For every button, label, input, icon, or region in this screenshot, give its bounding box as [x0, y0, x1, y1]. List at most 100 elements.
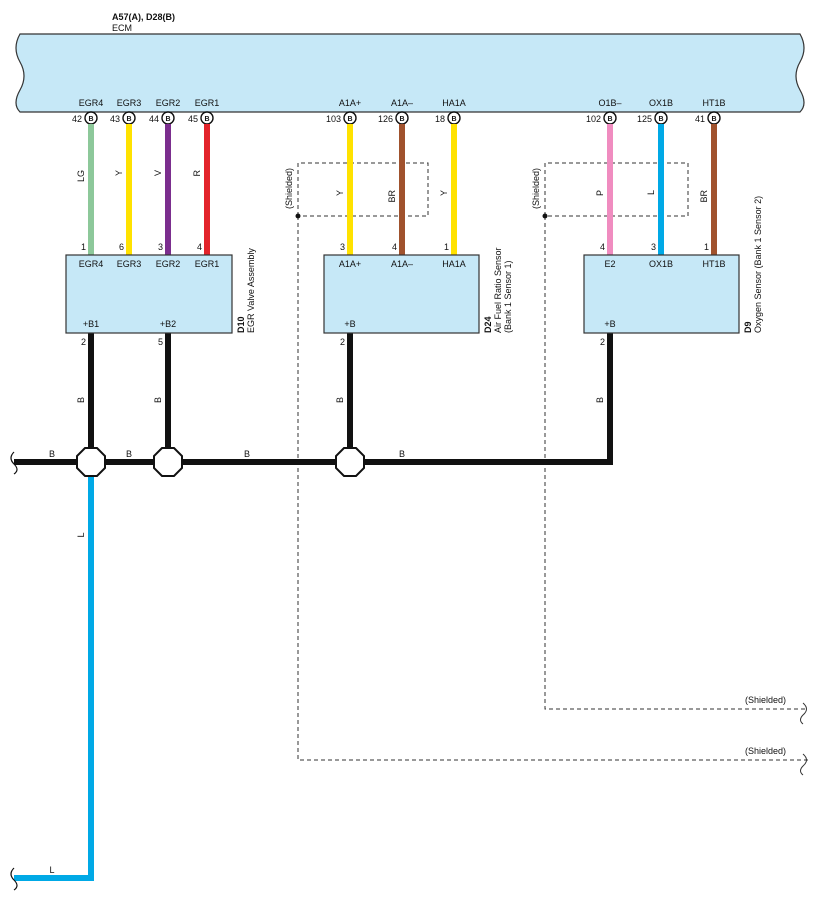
signal-wires	[88, 124, 717, 255]
ecm-pin-connector: B	[126, 116, 131, 123]
wire-code: L	[76, 532, 86, 537]
ecm-pin-number: 18	[435, 114, 445, 124]
component-body	[65, 254, 233, 334]
power-bus	[14, 333, 613, 465]
wire-code: L	[49, 865, 54, 875]
ecm-pin-egr2: EGR2 44 B	[149, 98, 181, 125]
splice-point-icon	[335, 447, 365, 477]
wire-code: Y	[114, 170, 124, 176]
pin-name: +B	[604, 319, 615, 329]
pin-number: 3	[340, 242, 345, 252]
component-name: Oxygen Sensor (Bank 1 Sensor 2)	[753, 196, 763, 333]
pin-name: OX1B	[649, 259, 673, 269]
wire-code: LG	[76, 170, 86, 182]
pin-name: EGR1	[195, 259, 220, 269]
wire-code: R	[192, 170, 202, 177]
ecm-pin-name: EGR4	[79, 98, 104, 108]
ecm-pin-number: 102	[586, 114, 601, 124]
wire-code: B	[595, 397, 605, 403]
ecm-pin-number: 103	[326, 114, 341, 124]
ecm-pin-number: 44	[149, 114, 159, 124]
ecm-code: A57(A), D28(B)	[112, 12, 175, 22]
wire-break-icon	[10, 867, 18, 891]
ecm-name: ECM	[112, 23, 132, 33]
component-code: D9	[743, 321, 753, 333]
shield-junction-dot	[542, 213, 548, 219]
ecm-pin-number: 42	[72, 114, 82, 124]
shield-run-o2	[544, 216, 808, 710]
wire-code: B	[49, 449, 55, 459]
pin-name: +B1	[83, 319, 99, 329]
wire-code: P	[595, 190, 605, 196]
pin-number: 1	[704, 242, 709, 252]
ecm-pin-o1b-minus: O1B– 102 B	[586, 98, 622, 125]
shield-label-afr: (Shielded)	[284, 168, 294, 209]
ecm-pin-number: 125	[637, 114, 652, 124]
ecm-pin-connector: B	[88, 116, 93, 123]
component-code: D24	[483, 316, 493, 333]
component-d9: 4 3 1 E2 OX1B HT1B +B 2 D9 Oxygen Sensor…	[583, 196, 763, 347]
branch-wire-l	[14, 476, 94, 881]
ecm-pin-name: OX1B	[649, 98, 673, 108]
wire-code: Y	[335, 190, 345, 196]
ecm-pin-name: HT1B	[702, 98, 725, 108]
pin-number: 2	[340, 337, 345, 347]
ecm-pin-name: EGR2	[156, 98, 181, 108]
wire-code: V	[153, 170, 163, 176]
pin-number: 1	[81, 242, 86, 252]
pin-name: A1A+	[339, 259, 361, 269]
pin-name: E2	[604, 259, 615, 269]
wire-code: B	[76, 397, 86, 403]
pin-number: 5	[158, 337, 163, 347]
wire-break-icon	[10, 451, 18, 475]
shield-junction-dot	[295, 213, 301, 219]
ecm-pin-connector: B	[607, 116, 612, 123]
ecm-pin-connector: B	[451, 116, 456, 123]
pin-number: 4	[197, 242, 202, 252]
shield-run-afr	[297, 216, 808, 761]
wire-code: B	[153, 397, 163, 403]
ecm-pin-ox1b: OX1B 125 B	[637, 98, 673, 125]
pin-number: 4	[392, 242, 397, 252]
ecm-pin-connector: B	[347, 116, 352, 123]
wire-code: B	[126, 449, 132, 459]
pin-number: 6	[119, 242, 124, 252]
ecm-pin-connector: B	[399, 116, 404, 123]
ecm-pin-name: EGR1	[195, 98, 220, 108]
ecm-pin-name: A1A+	[339, 98, 361, 108]
ecm-pin-number: 126	[378, 114, 393, 124]
shield-lines	[297, 162, 808, 761]
shield-label-afr-end: (Shielded)	[745, 746, 786, 756]
pin-name: +B	[344, 319, 355, 329]
pin-number: 3	[651, 242, 656, 252]
wire-code: B	[335, 397, 345, 403]
wire-code: B	[399, 449, 405, 459]
component-name: Air Fuel Ratio Sensor	[493, 247, 503, 333]
pin-name: HA1A	[442, 259, 466, 269]
wire-code: BR	[699, 190, 709, 203]
pin-number: 2	[600, 337, 605, 347]
ecm-pin-a1a-plus: A1A+ 103 B	[326, 98, 361, 125]
wire-code: Y	[439, 190, 449, 196]
ecm-pin-number: 41	[695, 114, 705, 124]
component-code: D10	[236, 316, 246, 333]
shield-box-afr	[297, 162, 429, 217]
pin-name: HT1B	[702, 259, 725, 269]
wire-code: B	[244, 449, 250, 459]
pin-number: 4	[600, 242, 605, 252]
component-body	[583, 254, 740, 334]
component-d10: 1 6 3 4 EGR4 EGR3 EGR2 EGR1 +B1 +B2 2 5 …	[65, 242, 256, 347]
wire-break-icon	[800, 702, 807, 725]
pin-name: EGR2	[156, 259, 181, 269]
pin-number: 1	[444, 242, 449, 252]
ecm-pin-name: A1A–	[391, 98, 413, 108]
wire-code: L	[646, 190, 656, 195]
ecm-pin-connector: B	[658, 116, 663, 123]
pin-name: EGR3	[117, 259, 142, 269]
wire-break-icon	[800, 753, 807, 776]
splice-point-icon	[153, 447, 183, 477]
ecm-pin-number: 43	[110, 114, 120, 124]
pin-name: EGR4	[79, 259, 104, 269]
wire-code: BR	[387, 190, 397, 203]
